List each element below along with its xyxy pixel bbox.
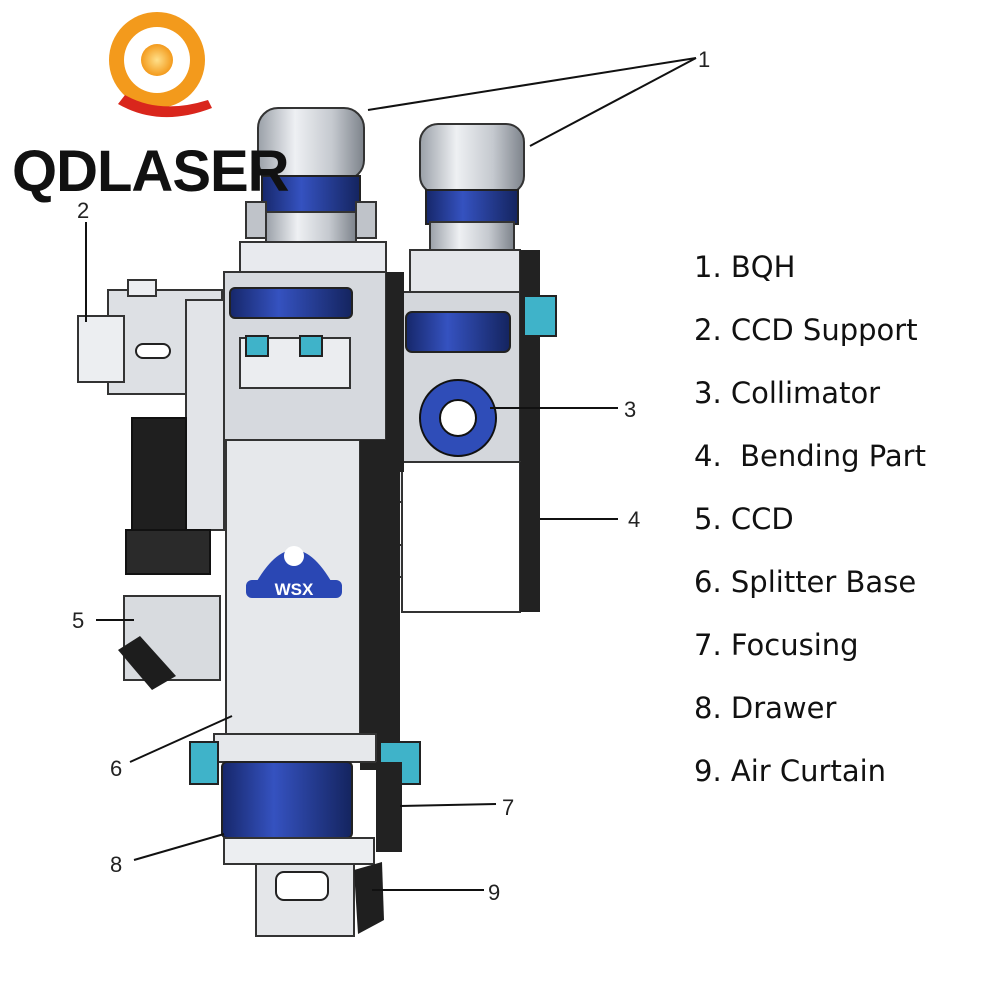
- ccd-support: [77, 279, 225, 531]
- splitter-base: WSX: [225, 439, 400, 770]
- callout-1: 1: [698, 47, 710, 72]
- focusing-section: [189, 733, 421, 852]
- legend-item-bqh: 1. BQH: [694, 250, 796, 284]
- legend-item-ccd-support: 2. CCD Support: [694, 313, 918, 347]
- bending-part: [371, 461, 540, 613]
- upper-body: [223, 241, 404, 472]
- callout-8: 8: [110, 852, 122, 877]
- legend-item-focusing: 7. Focusing: [694, 628, 859, 662]
- drawer: [221, 761, 375, 865]
- legend-item-splitter-base: 6. Splitter Base: [694, 565, 917, 599]
- bqh-main: [245, 107, 377, 243]
- collimator-assembly: [401, 123, 557, 463]
- legend-item-bending-part: 4. Bending Part: [694, 439, 926, 473]
- callout-5: 5: [72, 608, 84, 633]
- callout-7: 7: [502, 795, 514, 820]
- callout-6: 6: [110, 756, 122, 781]
- brand-wordmark: QDLASER: [12, 139, 290, 204]
- wsx-logo-text: WSX: [275, 580, 314, 599]
- air-curtain: [255, 862, 384, 937]
- legend-item-collimator: 3. Collimator: [694, 376, 881, 410]
- callout-2: 2: [77, 198, 89, 223]
- parts-legend: 1. BQH 2. CCD Support 3. Collimator 4. B…: [694, 246, 994, 813]
- ccd-camera: [118, 417, 221, 690]
- legend-item-air-curtain: 9. Air Curtain: [694, 754, 887, 788]
- callout-4: 4: [628, 507, 640, 532]
- callout-3: 3: [624, 397, 636, 422]
- wsx-logo-icon: WSX: [246, 546, 342, 599]
- leader-lines: [85, 57, 697, 891]
- callout-9: 9: [488, 880, 500, 905]
- legend-item-drawer: 8. Drawer: [694, 691, 837, 725]
- brand-logo-icon: [109, 12, 212, 118]
- legend-item-ccd: 5. CCD: [694, 502, 794, 536]
